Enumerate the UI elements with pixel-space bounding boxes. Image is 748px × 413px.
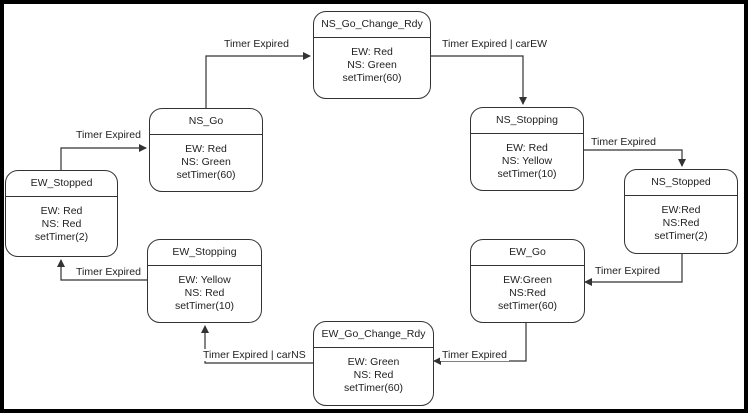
state-title: NS_Go xyxy=(150,109,262,135)
state-ew-stopped: EW_Stopped EW: Red NS: Red setTimer(2) xyxy=(5,170,118,257)
state-line: setTimer(2) xyxy=(654,230,708,242)
state-line: NS:Red xyxy=(662,217,700,229)
state-line: EW: Red xyxy=(351,46,393,58)
edge-label-ewstopping-to-ewstopped: Timer Expired xyxy=(74,266,143,278)
state-title: EW_Go_Change_Rdy xyxy=(314,322,433,348)
edge-label-nsstopped-to-ewgo: Timer Expired xyxy=(593,265,662,277)
state-title: NS_Stopping xyxy=(471,108,583,134)
edge-label-ewgochange-to-ewstopping: Timer Expired | carNS xyxy=(201,349,308,361)
edge-nsstopping-to-nsstopped xyxy=(584,149,686,167)
state-ns-go-change-rdy: NS_Go_Change_Rdy EW: Red NS: Green setTi… xyxy=(313,11,431,99)
state-line: setTimer(2) xyxy=(34,231,89,243)
state-line: setTimer(10) xyxy=(497,168,557,180)
state-line: NS: Green xyxy=(181,156,231,168)
edge-nsstopped-to-ewgo xyxy=(584,254,683,286)
edge-label-ewgo-to-ewgochange: Timer Expired xyxy=(440,349,509,361)
state-line: NS: Green xyxy=(347,59,397,71)
state-line: setTimer(60) xyxy=(497,300,558,312)
state-diagram-canvas: Timer Expired Timer Expired | carEW Time… xyxy=(4,4,744,409)
state-title: EW_Go xyxy=(471,240,584,266)
transition-edges xyxy=(57,52,686,365)
state-line: NS: Red xyxy=(184,287,225,299)
edge-ewstopped-to-nsgo xyxy=(60,144,147,170)
state-ns-stopped: NS_Stopped EW:Red NS:Red setTimer(2) xyxy=(624,169,738,254)
state-line: EW:Green xyxy=(503,274,552,286)
state-ew-stopping: EW_Stopping EW: Yellow NS: Red setTimer(… xyxy=(147,239,262,323)
state-line: EW: Green xyxy=(347,356,400,368)
state-line: EW:Red xyxy=(661,204,701,216)
state-line: NS: Red xyxy=(41,218,82,230)
state-line: setTimer(60) xyxy=(342,72,402,84)
state-line: setTimer(60) xyxy=(176,169,236,181)
state-line: setTimer(10) xyxy=(174,300,235,312)
state-line: EW: Yellow xyxy=(178,274,231,286)
edge-ewstopping-to-ewstopped xyxy=(57,259,147,281)
state-line: EW: Red xyxy=(40,205,83,217)
state-line: NS: Red xyxy=(353,369,394,381)
edge-label-ewstopped-to-nsgo: Timer Expired xyxy=(74,129,143,141)
edge-ewgo-to-ewgochange xyxy=(433,323,527,365)
edge-label-nsgochange-to-nsstopping: Timer Expired | carEW xyxy=(440,38,550,50)
state-title: EW_Stopping xyxy=(148,240,261,266)
state-line: NS:Red xyxy=(509,287,546,299)
edge-nsgochange-to-nsstopping xyxy=(431,55,527,105)
state-title: EW_Stopped xyxy=(6,171,117,197)
edge-ewgochange-to-ewstopping xyxy=(201,325,313,364)
state-line: NS: Yellow xyxy=(501,155,553,167)
edge-nsgo-to-nsgochange xyxy=(205,52,311,108)
state-ew-go-change-rdy: EW_Go_Change_Rdy EW: Green NS: Red setTi… xyxy=(313,321,434,406)
state-line: EW: Red xyxy=(185,143,227,155)
state-ns-stopping: NS_Stopping EW: Red NS: Yellow setTimer(… xyxy=(470,107,584,191)
state-ew-go: EW_Go EW:Green NS:Red setTimer(60) xyxy=(470,239,585,323)
state-title: NS_Go_Change_Rdy xyxy=(314,12,430,38)
edge-label-nsgo-to-nsgochange: Timer Expired xyxy=(222,38,291,50)
state-line: setTimer(60) xyxy=(343,382,404,394)
state-title: NS_Stopped xyxy=(625,170,737,196)
edge-label-nsstopping-to-nsstopped: Timer Expired xyxy=(589,136,658,148)
state-ns-go: NS_Go EW: Red NS: Green setTimer(60) xyxy=(149,108,263,192)
state-line: EW: Red xyxy=(506,142,548,154)
